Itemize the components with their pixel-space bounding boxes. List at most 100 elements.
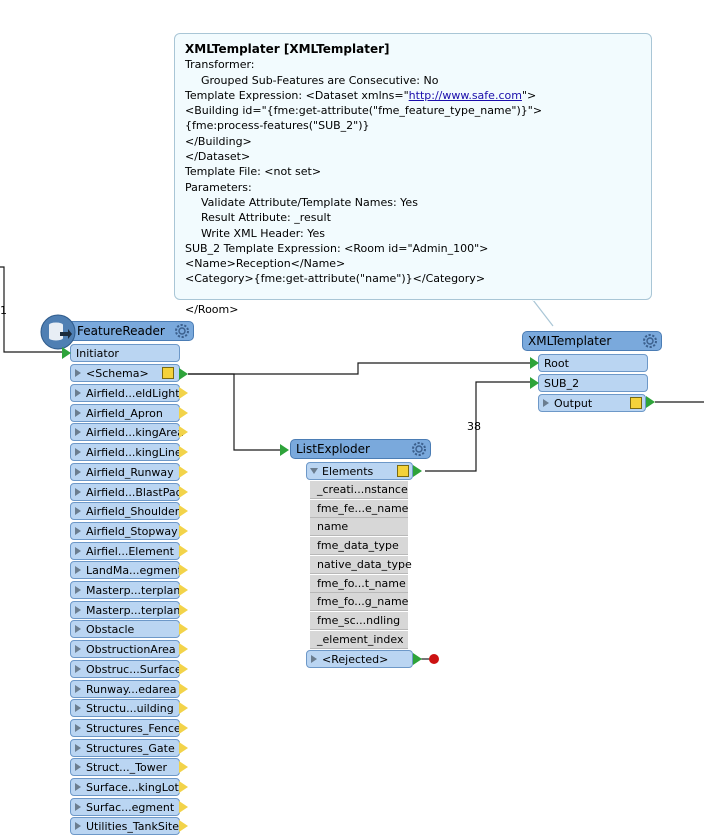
feature-type-port[interactable]: Airfield_Stopway [70,522,180,540]
expand-icon[interactable] [75,547,81,555]
output-port[interactable]: Output [538,394,646,412]
feature-type-port[interactable]: Airfield...eldLight [70,384,180,402]
list-exploder-header[interactable]: ListExploder [290,439,431,459]
feature-type-port[interactable]: Structures_Gate [70,739,180,757]
feature-type-output-arrow[interactable] [179,525,188,537]
list-exploder-input-arrow[interactable] [280,444,289,456]
gear-icon[interactable] [411,441,427,457]
root-port[interactable]: Root [538,354,648,372]
feature-type-port[interactable]: Airfield...kingLine [70,443,182,461]
attribute-row[interactable]: fme_sc...ndling [310,612,408,630]
expand-icon[interactable] [75,566,81,574]
feature-type-port[interactable]: Airfiel...Element [70,542,180,560]
attribute-row[interactable]: native_data_type [310,556,412,574]
feature-type-output-arrow[interactable] [179,663,188,675]
feature-type-port[interactable]: Utilities_TankSite [70,817,180,835]
feature-type-port[interactable]: Structures_Fence [70,719,181,737]
feature-type-output-arrow[interactable] [179,801,188,813]
attribute-row[interactable]: fme_fo...g_name [310,593,408,611]
feature-type-port[interactable]: Airfield_Runway [70,463,180,481]
expand-icon[interactable] [75,448,81,456]
feature-type-port[interactable]: Airfield...BlastPad [70,483,183,501]
feature-type-output-arrow[interactable] [179,505,188,517]
expand-icon[interactable] [75,468,81,476]
expand-icon[interactable] [75,665,81,673]
expand-icon[interactable] [75,428,81,436]
xml-templater-header[interactable]: XMLTemplater [522,331,662,351]
expand-icon[interactable] [75,803,81,811]
feature-type-port[interactable]: Obstacle [70,620,180,638]
feature-type-port[interactable]: Runway...edarea [70,680,180,698]
feature-type-port[interactable]: Surface...kingLot [70,778,180,796]
inspect-icon[interactable] [162,367,174,379]
feature-type-port[interactable]: ObstructionArea [70,640,180,658]
elements-output-arrow[interactable] [413,465,422,477]
attribute-row[interactable]: fme_fo...t_name [310,575,408,593]
expand-icon[interactable] [75,527,81,535]
feature-type-output-arrow[interactable] [179,820,188,832]
expand-icon[interactable] [311,655,317,663]
collapse-icon[interactable] [310,468,318,474]
feature-type-output-arrow[interactable] [179,387,188,399]
tooltip-link[interactable]: http://www.safe.com [408,88,522,102]
expand-icon[interactable] [543,399,549,407]
feature-type-port[interactable]: Airfield_Shoulder [70,502,180,520]
expand-icon[interactable] [75,685,81,693]
feature-type-output-arrow[interactable] [179,722,188,734]
sub2-port[interactable]: SUB_2 [538,374,648,392]
expand-icon[interactable] [75,724,81,732]
feature-type-port[interactable]: Surfac...egment [70,798,180,816]
expand-icon[interactable] [75,507,81,515]
expand-icon[interactable] [75,744,81,752]
expand-icon[interactable] [75,625,81,633]
feature-reader-header[interactable]: FeatureReader [66,321,194,341]
inspect-icon[interactable] [397,465,409,477]
gear-icon[interactable] [174,323,190,339]
schema-output-arrow[interactable] [179,368,188,380]
elements-port[interactable]: Elements [306,462,413,480]
feature-type-output-arrow[interactable] [179,486,188,498]
output-arrow[interactable] [646,396,655,408]
rejected-port[interactable]: <Rejected> [306,650,413,668]
feature-type-output-arrow[interactable] [179,407,188,419]
feature-type-output-arrow[interactable] [179,702,188,714]
expand-icon[interactable] [75,409,81,417]
feature-type-output-arrow[interactable] [179,683,188,695]
expand-icon[interactable] [75,389,81,397]
feature-type-output-arrow[interactable] [179,466,188,478]
gear-icon[interactable] [642,333,658,349]
feature-type-output-arrow[interactable] [179,545,188,557]
feature-type-port[interactable]: Structu...uilding [70,699,180,717]
expand-icon[interactable] [75,704,81,712]
expand-icon[interactable] [75,586,81,594]
feature-type-output-arrow[interactable] [179,623,188,635]
feature-type-port[interactable]: Struct..._Tower [70,758,180,776]
attribute-row[interactable]: _creati...nstance [310,481,408,499]
expand-icon[interactable] [75,783,81,791]
expand-icon[interactable] [75,763,81,771]
feature-type-output-arrow[interactable] [179,742,188,754]
attribute-row[interactable]: name [310,518,408,536]
feature-type-output-arrow[interactable] [179,643,188,655]
attribute-row[interactable]: fme_fe...e_name [310,500,408,518]
inspect-icon[interactable] [630,397,642,409]
feature-type-output-arrow[interactable] [179,761,188,773]
feature-type-port[interactable]: Airfield_Apron [70,404,180,422]
expand-icon[interactable] [75,645,81,653]
initiator-port[interactable]: Initiator [70,344,180,362]
expand-icon[interactable] [75,369,81,377]
rejected-output-arrow[interactable] [413,653,422,665]
expand-icon[interactable] [75,606,81,614]
feature-type-output-arrow[interactable] [179,604,188,616]
feature-type-output-arrow[interactable] [179,584,188,596]
feature-type-port[interactable]: Airfield...kingArea [70,423,184,441]
expand-icon[interactable] [75,488,81,496]
feature-type-port[interactable]: Obstruc...Surface [70,660,182,678]
initiator-input-arrow[interactable] [62,347,71,359]
attribute-row[interactable]: fme_data_type [310,537,408,555]
feature-type-port[interactable]: Masterp...terplan [70,601,180,619]
root-input-arrow[interactable] [530,357,539,369]
attribute-row[interactable]: _element_index [310,631,408,649]
feature-type-output-arrow[interactable] [179,426,188,438]
expand-icon[interactable] [75,822,81,830]
